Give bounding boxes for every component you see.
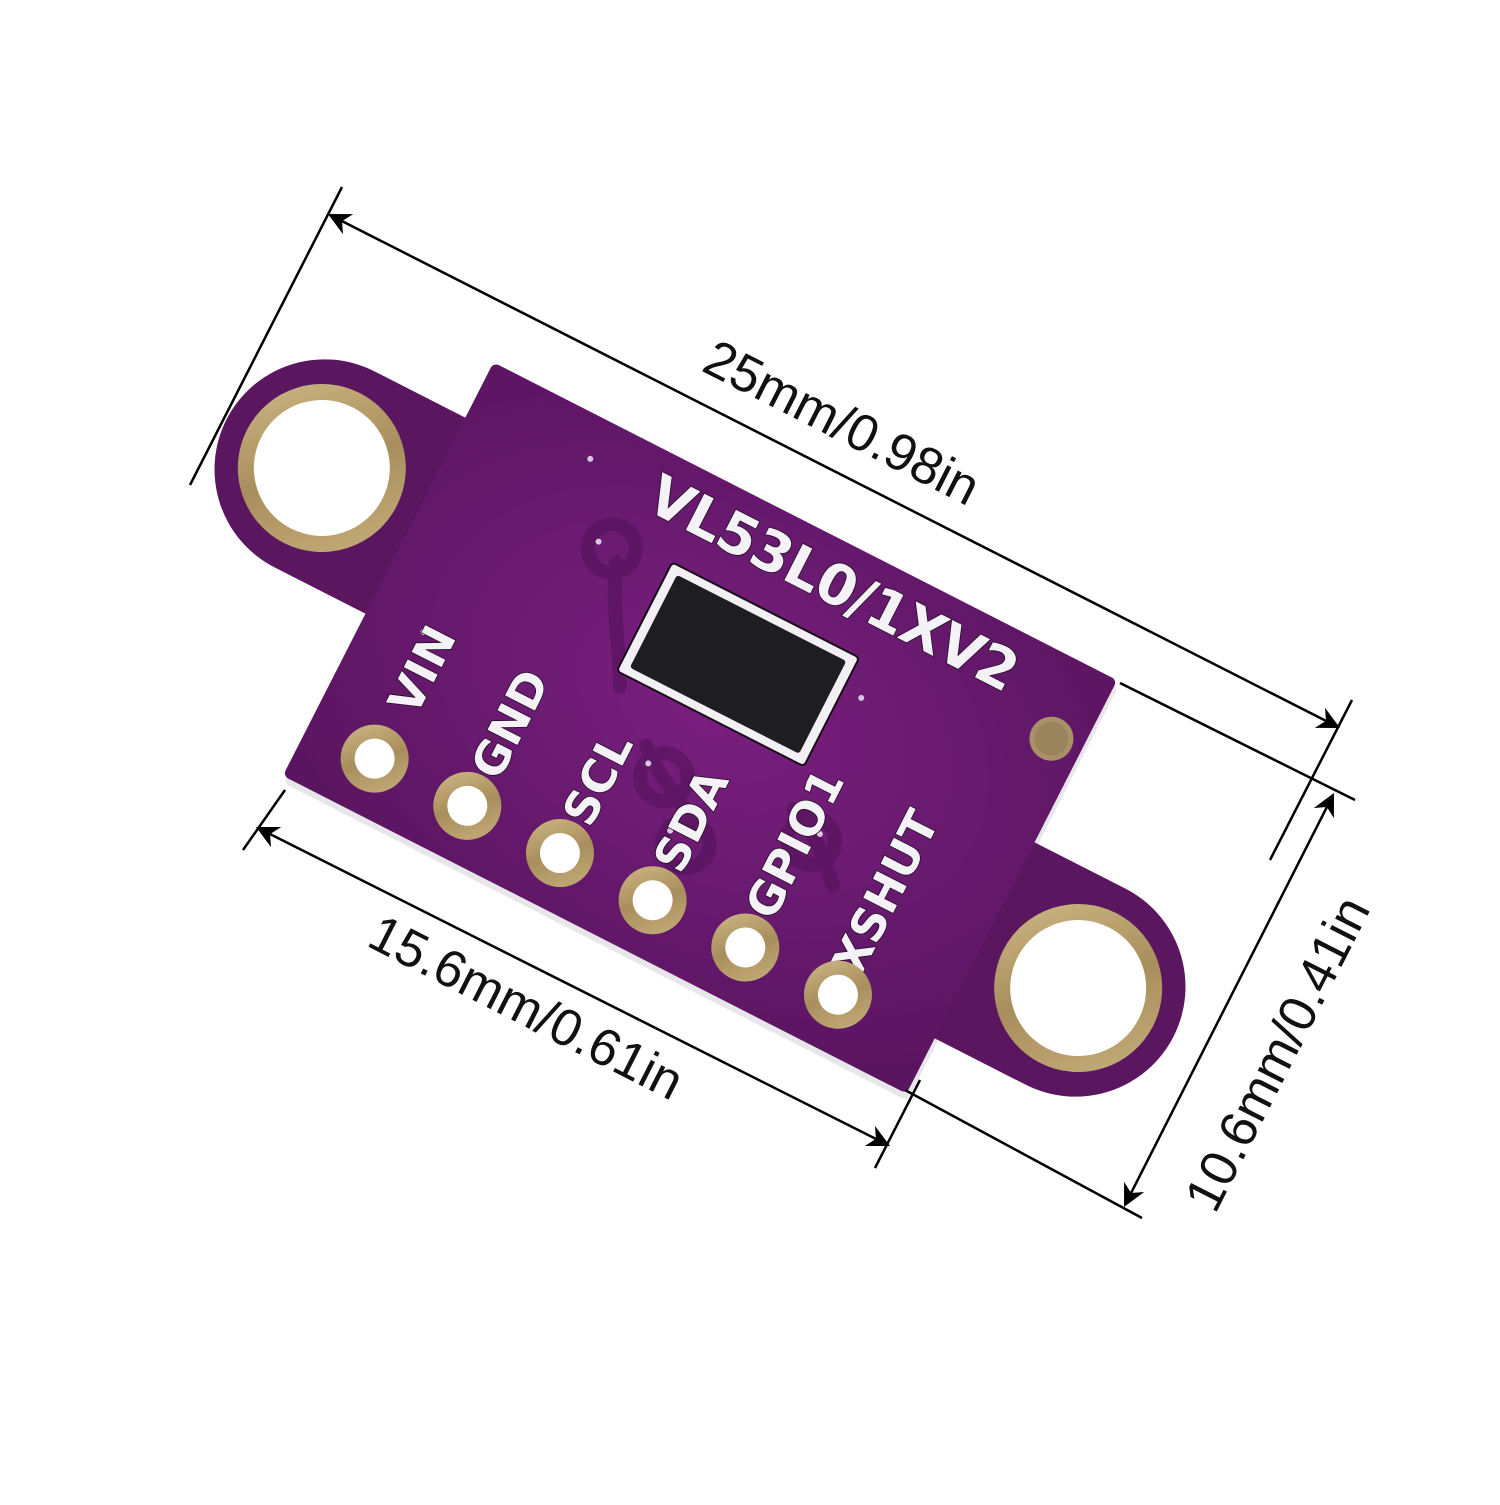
dimension-line-pin-span (255, 826, 891, 1147)
mounting-hole-right (994, 904, 1163, 1073)
extension-line-width-bottom (904, 1088, 1143, 1220)
dimension-label-width: 10.6mm/0.41in (1174, 888, 1382, 1221)
pin-pad-vin (340, 724, 409, 793)
extension-line-pin-left (241, 789, 287, 851)
pcb-board: VL53L0/1XV2 VIN GND SCL SDA GPIO1 XSHUT (214, 359, 1186, 1099)
dimension-line-length (327, 213, 1341, 729)
dimension-line-width (1123, 792, 1335, 1208)
extension-line-width-top (1119, 681, 1356, 802)
extension-line-left (188, 186, 344, 486)
pin-pad-gnd (433, 771, 502, 840)
